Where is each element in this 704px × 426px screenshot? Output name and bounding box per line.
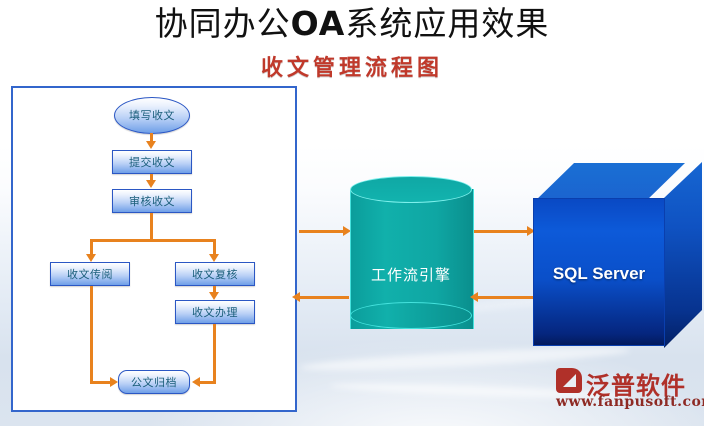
cube-top-face [533,163,685,203]
arrowhead-left [192,377,200,387]
connector-database-to-engine [478,296,534,299]
workflow-engine-label: 工作流引擎 [370,266,451,284]
page-title-prefix: 协同办公 [154,4,291,43]
arrowhead-down [209,292,219,300]
arrowhead-down [146,141,156,149]
cube-front-face [533,198,665,346]
connector-engine-to-database [474,230,530,233]
flow-node-circulate[interactable]: 收文传阅 [50,262,130,286]
arrowhead-right [527,226,535,236]
sql-server-cube[interactable]: SQL Server [520,160,702,350]
connector-submit-review [150,174,153,181]
arrowhead-down [209,254,219,262]
arrowhead-down [146,180,156,188]
company-name: 泛普软件 [586,372,686,400]
arrowhead-down [86,254,96,262]
flow-node-review[interactable]: 审核收文 [112,189,192,213]
connector-panel-to-engine [299,230,347,233]
connector-handle-archive-horizontal [200,381,216,384]
connector-split-recheck [213,239,216,255]
flow-node-fill[interactable]: 填写收文 [114,97,190,134]
sql-server-label: SQL Server [552,264,646,283]
flow-node-submit[interactable]: 提交收文 [112,150,192,174]
flow-node-archive[interactable]: 公文归档 [118,370,190,394]
company-logo-icon [556,368,582,393]
watermark-logo: 泛普软件 www.fanpusoft.com [556,366,704,414]
company-url: www.fanpusoft.com [556,394,704,410]
page-title-suffix: 系统应用效果 [345,4,550,43]
workflow-engine-cylinder[interactable]: 工作流引擎 [350,176,474,342]
flowchart-panel: 填写收文 提交收文 审核收文 收文传阅 收文复核 收文办理 公文归档 [11,86,297,412]
flow-node-recheck[interactable]: 收文复核 [175,262,255,286]
connector-circulate-archive-horizontal [90,381,112,384]
connector-handle-archive-vertical [213,324,216,384]
cube-side-face [664,162,702,348]
arrowhead-left [292,292,300,302]
connector-split-bar [90,239,216,242]
arrowhead-right [110,377,118,387]
page-subtitle: 收文管理流程图 [260,55,443,81]
page-title: 协同办公OA系统应用效果 [0,2,704,46]
connector-engine-to-panel [299,296,349,299]
cylinder-bottom [350,302,472,329]
connector-circulate-archive-vertical [90,286,93,384]
arrowhead-right [343,226,351,236]
connector-fill-submit [150,133,153,142]
connector-recheck-handle [213,286,216,293]
connector-review-split [150,213,153,241]
connector-split-circulate [90,239,93,255]
cylinder-top [350,176,472,203]
arrowhead-left [470,292,478,302]
flow-node-handle[interactable]: 收文办理 [175,300,255,324]
page-title-emphasis: OA [290,4,346,43]
